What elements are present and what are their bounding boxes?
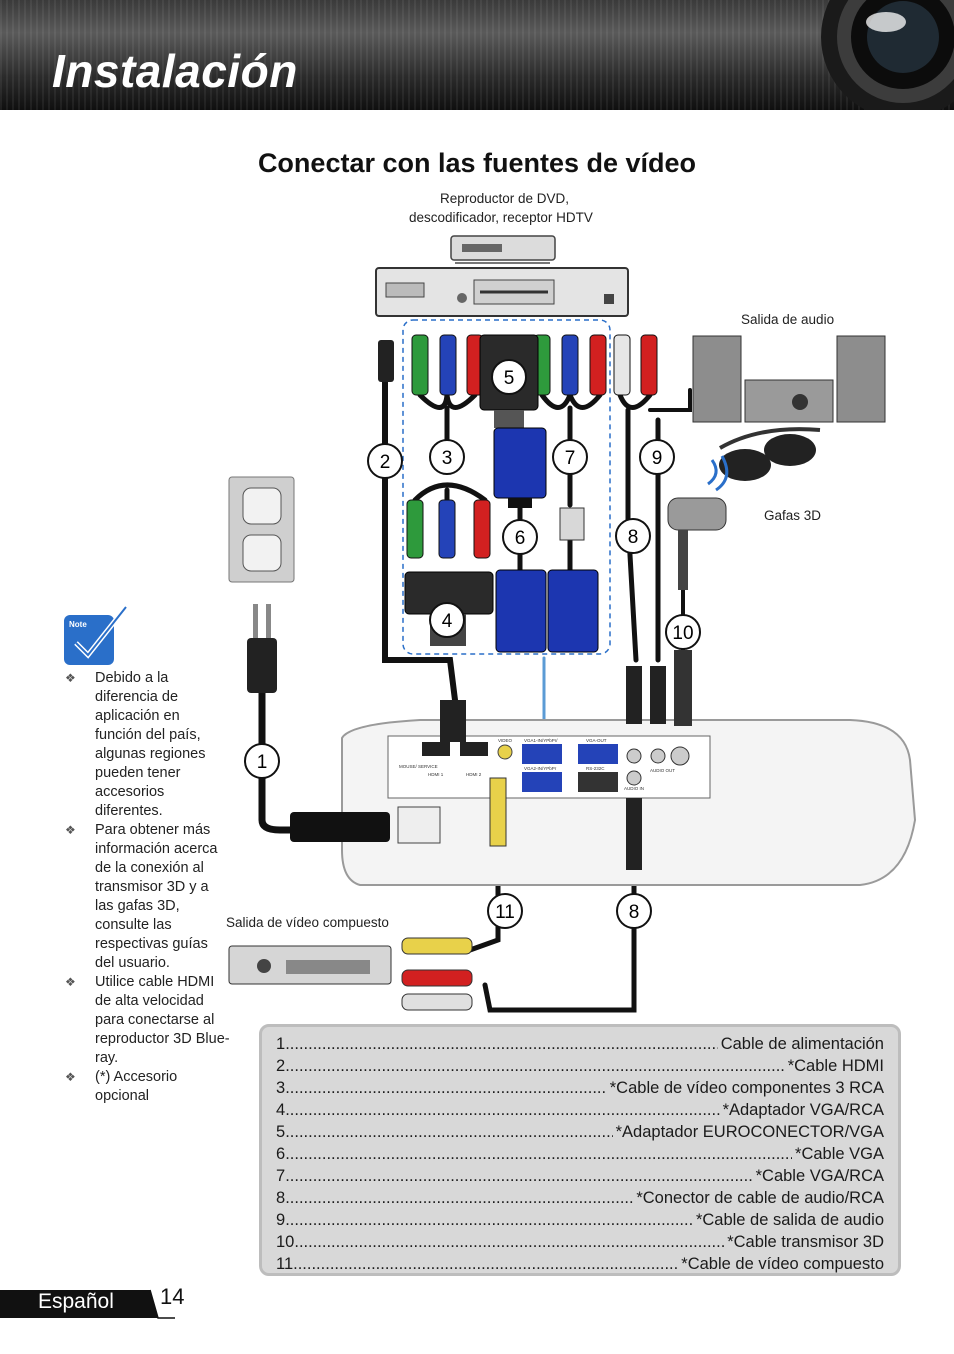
badge-10: 10 [665, 614, 701, 650]
note-item: ❖Utilice cable HDMI de alta velocidad pa… [65, 974, 230, 1066]
caption-audio-out: Salida de audio [741, 312, 835, 327]
badge-8-lower: 8 [616, 893, 652, 929]
svg-text:1: 1 [257, 752, 268, 773]
svg-text:6: 6 [515, 528, 526, 549]
note-badge: Note [62, 603, 222, 674]
badge-11: 11 [487, 893, 523, 929]
connection-diagram: 1 2 3 4 5 6 7 8 9 10 11 8 MOUSE/ SERVICE… [228, 235, 917, 1013]
projector-port-labels: MOUSE/ SERVICE HDMI 1 HDMI 2 VIDEO VGA1-… [399, 738, 675, 791]
note-item: ❖(*) Accesorio opcional [65, 1069, 178, 1104]
footer: Español 14 [0, 1284, 184, 1319]
badge-2: 2 [367, 443, 403, 479]
caption-dvd-line1: Reproductor de DVD, [440, 191, 570, 206]
port-label-mouse: MOUSE/ SERVICE [399, 764, 438, 769]
port-label-audio-out: AUDIO OUT [650, 768, 675, 773]
port-label-audio-in: AUDIO IN [624, 786, 644, 791]
caption-composite: Salida de vídeo compuesto [226, 915, 389, 930]
port-label-rs232: RS-232C [586, 766, 605, 771]
badge-9: 9 [639, 439, 675, 475]
bullet-icon: ❖ [65, 671, 76, 685]
footer-tab-shape [0, 1289, 175, 1319]
caption-dvd-line2: descodificador, receptor HDTV [409, 210, 593, 225]
accessory-region [402, 319, 611, 655]
page-header: Instalación [0, 0, 954, 110]
legend-row: 1Cable de alimentación [276, 1032, 884, 1054]
composite-source-icon [228, 945, 392, 985]
badge-5: 5 [491, 359, 527, 395]
port-label-hdmi2: HDMI 2 [466, 772, 482, 777]
legend-row: 9*Cable de salida de audio [276, 1208, 884, 1230]
legend-row: 8*Conector de cable de audio/RCA [276, 1186, 884, 1208]
port-label-vga-out: VGA-OUT [586, 738, 607, 743]
badge-3: 3 [429, 439, 465, 475]
badge-8: 8 [615, 518, 651, 554]
vga-connector-icon [493, 427, 585, 541]
projector-icon [290, 650, 917, 886]
svg-text:7: 7 [565, 448, 576, 469]
svg-text:2: 2 [380, 452, 391, 473]
set-top-box-icon [450, 235, 556, 264]
note-check-icon: Note [64, 605, 128, 665]
legend-row: 11*Cable de vídeo compuesto [276, 1252, 884, 1274]
dvd-player-icon [375, 267, 629, 317]
svg-text:5: 5 [504, 368, 515, 389]
port-label-video: VIDEO [498, 738, 513, 743]
legend-row: 5*Adaptador EUROCONECTOR/VGA [276, 1120, 884, 1142]
legend-row: 7*Cable VGA/RCA [276, 1164, 884, 1186]
note-list: ❖Debido a la diferencia de aplicación en… [60, 669, 230, 1106]
bullet-icon: ❖ [65, 823, 76, 837]
header-texture [0, 0, 954, 110]
badge-4: 4 [429, 602, 465, 638]
port-label-vga1: VGA1-IN/YPbPr/ [524, 738, 558, 743]
legend-row: 3*Cable de vídeo componentes 3 RCA [276, 1076, 884, 1098]
svg-text:9: 9 [652, 448, 663, 469]
svg-text:Note: Note [69, 620, 87, 629]
legend-row: 2*Cable HDMI [276, 1054, 884, 1076]
port-label-hdmi1: HDMI 1 [428, 772, 444, 777]
badge-6: 6 [502, 519, 538, 555]
note-item: ❖Debido a la diferencia de aplicación en… [65, 670, 206, 819]
svg-text:11: 11 [495, 902, 515, 923]
port-label-vga2: VGA2-IN/YPbPr [524, 766, 557, 771]
legend-row: 10*Cable transmisor 3D [276, 1230, 884, 1252]
note-item: ❖Para obtener más información acerca de … [65, 822, 218, 971]
bullet-icon: ❖ [65, 975, 76, 989]
projector-lens-icon [821, 0, 954, 110]
caption-glasses: Gafas 3D [764, 508, 822, 523]
cable-legend: 1Cable de alimentación 2*Cable HDMI 3*Ca… [259, 1024, 901, 1276]
badge-1: 1 [244, 743, 280, 779]
speaker-system-icon [692, 335, 886, 423]
legend-row: 6*Cable VGA [276, 1142, 884, 1164]
rca-plugs-lower [406, 499, 491, 559]
page-title: Instalación [52, 45, 298, 97]
svg-text:8: 8 [628, 527, 639, 548]
3d-transmitter-icon [667, 455, 729, 590]
power-plug-icon [247, 604, 277, 693]
power-outlet-icon [228, 476, 295, 583]
composite-plugs [401, 937, 473, 1011]
footer-language: Español [38, 1290, 114, 1313]
bullet-icon: ❖ [65, 1070, 76, 1084]
vga-blocks [495, 569, 599, 653]
svg-text:10: 10 [672, 623, 693, 644]
badge-7: 7 [552, 439, 588, 475]
section-title: Conectar con las fuentes de vídeo [257, 148, 697, 178]
svg-text:4: 4 [442, 611, 453, 632]
3d-glasses-icon [719, 427, 821, 481]
svg-text:8: 8 [629, 902, 640, 923]
legend-row: 4*Adaptador VGA/RCA [276, 1098, 884, 1120]
page-number: 14 [160, 1284, 185, 1309]
svg-text:3: 3 [442, 448, 453, 469]
